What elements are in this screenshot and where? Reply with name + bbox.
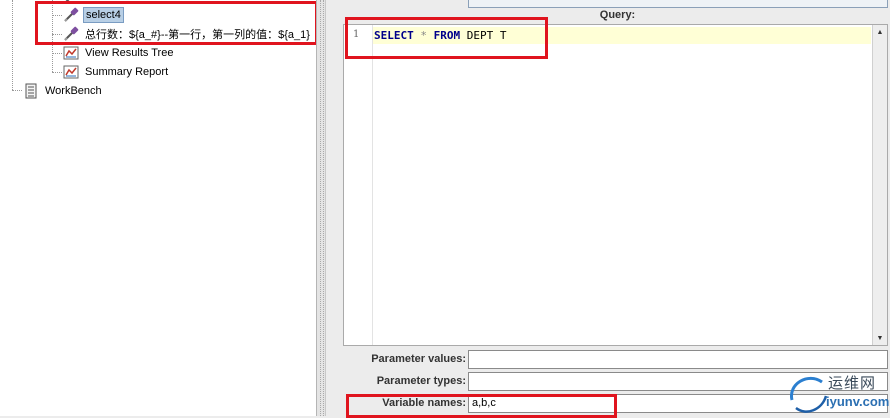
tree-item-workbench[interactable]: WorkBench [22, 82, 104, 100]
tree-item-debug-sampler[interactable]: 总行数：${a_#}--第一行，第一列的值：${a_1} [62, 25, 312, 43]
clipped-input-field[interactable] [468, 0, 888, 8]
test-plan-tree: select4 总行数：${a_#}--第一行，第一列的值：${a_1} Vie… [0, 0, 316, 416]
tree-connector [52, 15, 62, 16]
query-token: * [420, 29, 427, 42]
parameter-values-row: Parameter values: [343, 350, 888, 370]
annotation-box [35, 1, 316, 45]
annotation-box [346, 394, 617, 418]
parameter-values-input[interactable] [468, 350, 888, 369]
tree-item-view-results-tree[interactable]: View Results Tree [62, 44, 175, 62]
query-label: Query: [599, 9, 636, 21]
query-editor[interactable]: 1 SELECT * FROM DEPT T ▲ ▼ [343, 24, 888, 346]
tree-item-label: View Results Tree [85, 47, 174, 59]
variable-names-input[interactable]: a,b,c [468, 394, 888, 413]
watermark-en-text: iyunv.com [826, 394, 890, 409]
line-number-gutter: 1 [344, 25, 373, 345]
scroll-up-arrow-icon[interactable]: ▲ [876, 28, 884, 36]
tree-item-label: select4 [83, 7, 124, 23]
parameter-types-input[interactable] [468, 372, 888, 391]
dropper-icon [62, 7, 80, 23]
query-text[interactable]: SELECT * FROM DEPT T [374, 29, 506, 42]
tree-item-label: 总行数：${a_#}--第一行，第一列的值：${a_1} [85, 29, 310, 41]
tree-item-summary-report[interactable]: Summary Report [62, 63, 170, 81]
chart-icon [62, 64, 80, 80]
query-token: DEPT T [460, 29, 507, 42]
watermark-logo-icon [790, 376, 828, 413]
watermark-cn-text: 运维网 [828, 375, 877, 392]
splitter-grip [323, 0, 324, 416]
tree-connector [52, 0, 53, 72]
current-line-highlight [373, 27, 871, 44]
tree-item-label: WorkBench [45, 85, 102, 97]
panel-splitter[interactable] [316, 0, 326, 416]
query-token: SELECT [374, 29, 414, 42]
tree-connector [12, 0, 13, 90]
query-token: FROM [433, 29, 461, 42]
parameter-types-row: Parameter types: [343, 372, 888, 392]
line-number: 1 [353, 29, 360, 40]
chart-icon [62, 45, 80, 61]
variable-names-row: Variable names: a,b,c [343, 394, 888, 414]
tree-connector [52, 53, 62, 54]
watermark: 运维网 iyunv.com [786, 370, 890, 416]
tree-connector [52, 72, 62, 73]
editor-vertical-scrollbar[interactable]: ▲ ▼ [872, 25, 887, 345]
scroll-down-arrow-icon[interactable]: ▼ [876, 334, 884, 342]
variable-names-label: Variable names: [382, 397, 466, 409]
tree-connector [12, 90, 22, 91]
parameter-values-label: Parameter values: [371, 353, 466, 365]
tree-item-select4[interactable]: select4 [62, 6, 124, 24]
annotation-box [345, 17, 548, 59]
parameter-types-label: Parameter types: [376, 375, 466, 387]
splitter-grip [320, 0, 321, 416]
workbench-icon [22, 83, 40, 99]
dropper-icon [62, 26, 80, 42]
tree-item-label: Summary Report [85, 66, 169, 78]
tree-connector [52, 34, 62, 35]
